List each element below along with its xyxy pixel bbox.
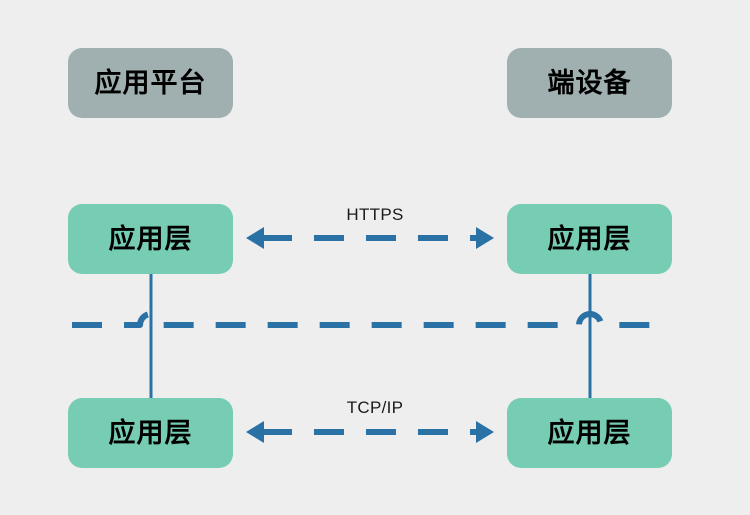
edge-https-arrowhead-left <box>246 227 264 249</box>
edge-label-https: HTTPS <box>346 205 404 224</box>
layer-box-platform-lower[interactable]: 应用层 <box>68 398 233 468</box>
edge-tcpip-arrowhead-right <box>476 421 494 443</box>
header-box-platform[interactable]: 应用平台 <box>68 48 233 118</box>
edge-https <box>246 227 494 249</box>
header-box-device[interactable]: 端设备 <box>507 48 672 118</box>
layer-box-platform-upper-label: 应用层 <box>108 223 193 254</box>
layer-box-device-upper-label: 应用层 <box>547 223 632 254</box>
layer-box-device-lower-label: 应用层 <box>547 417 632 448</box>
header-box-platform-label: 应用平台 <box>94 67 207 98</box>
edge-https-arrowhead-right <box>476 227 494 249</box>
edge-tcpip <box>246 421 494 443</box>
layer-divider <box>72 311 670 328</box>
layer-box-platform-upper[interactable]: 应用层 <box>68 204 233 274</box>
edge-label-tcpip: TCP/IP <box>346 398 404 417</box>
layer-box-device-upper[interactable]: 应用层 <box>507 204 672 274</box>
layer-box-device-lower[interactable]: 应用层 <box>507 398 672 468</box>
edge-tcpip-arrowhead-left <box>246 421 264 443</box>
layer-box-platform-lower-label: 应用层 <box>108 417 193 448</box>
header-box-device-label: 端设备 <box>547 67 632 98</box>
